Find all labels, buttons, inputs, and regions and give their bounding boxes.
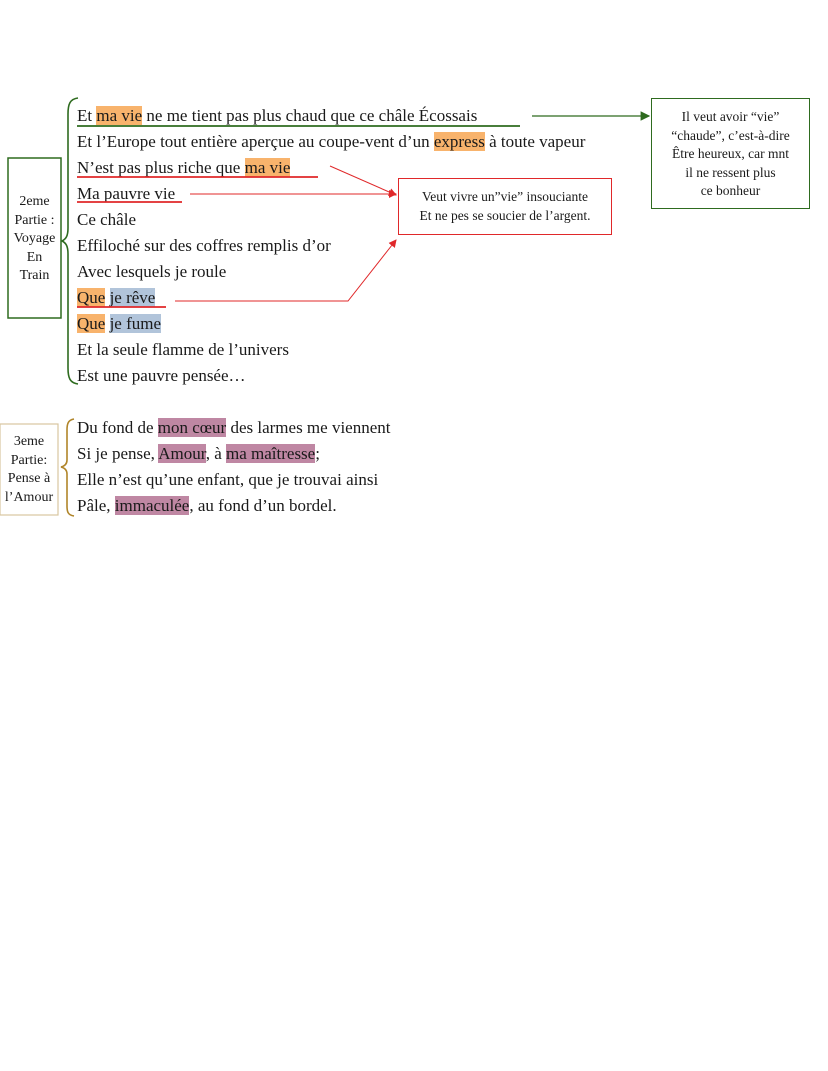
text-segment: Si je pense, <box>77 444 159 463</box>
text-segment: , à <box>205 444 226 463</box>
annotation-line: il ne ressent plus <box>685 164 776 180</box>
text-segment: Elle n’est qu’une enfant, que je trouvai… <box>77 470 379 489</box>
text-segment: Est une pauvre pensée… <box>77 366 246 385</box>
highlighted-word: Amour <box>158 444 206 463</box>
highlighted-word: ma maîtresse <box>226 444 316 463</box>
highlighted-word: mon cœur <box>157 418 227 437</box>
poem-line: Ma pauvre vie <box>77 184 175 204</box>
poem-line: Et la seule flamme de l’univers <box>77 340 289 360</box>
poem-line: Pâle, immaculée, au fond d’un bordel. <box>77 496 337 516</box>
label-line: Pense à <box>7 471 51 486</box>
text-segment: à toute vapeur <box>484 132 586 151</box>
text-segment: ; <box>315 444 320 463</box>
annotation-line: “chaude”, c’est-à-dire <box>671 127 790 143</box>
poem-line: Que je rêve <box>77 288 156 308</box>
text-segment: N’est pas plus riche que <box>77 158 245 177</box>
green-annotation-box: Il veut avoir “vie” “chaude”, c’est-à-di… <box>651 98 810 209</box>
part3-brace <box>60 418 75 517</box>
part3-label-frame <box>0 423 59 516</box>
annotation-line: Veut vivre un”vie” insouciante <box>421 189 589 204</box>
text-segment: Pâle, <box>77 496 115 515</box>
highlighted-word: je fume <box>109 314 162 333</box>
highlighted-word: immaculée <box>114 496 190 515</box>
poem-line: N’est pas plus riche que ma vie <box>77 158 291 178</box>
highlighted-word: ma vie <box>96 106 143 125</box>
text-segment: des larmes me viennent <box>226 418 391 437</box>
part3-label: 3eme Partie: Pense à l’Amour <box>0 433 58 507</box>
label-line: En <box>26 249 43 265</box>
annotation-line: Et ne pes se soucier de l’argent. <box>419 207 591 223</box>
highlighted-word: ma vie <box>244 158 291 177</box>
highlighted-word: Que <box>77 314 106 333</box>
poem-line: Du fond de mon cœur des larmes me vienne… <box>77 418 390 438</box>
annotation-line: Il veut avoir “vie” <box>681 109 780 124</box>
part2-label: 2eme Partie : Voyage En Train <box>8 193 61 286</box>
poem-line: Effiloché sur des coffres remplis d’or <box>77 236 331 256</box>
label-line: Train <box>19 268 50 283</box>
poem-line: Et ma vie ne me tient pas plus chaud que… <box>77 106 477 126</box>
text-segment: Et <box>77 106 97 125</box>
label-line: 3eme <box>13 434 45 449</box>
label-line: l’Amour <box>4 489 54 505</box>
highlighted-word: Que <box>77 288 106 307</box>
text-segment: Effiloché sur des coffres remplis d’or <box>77 236 331 255</box>
text-segment: , au fond d’un bordel. <box>189 496 337 515</box>
poem-line: Est une pauvre pensée… <box>77 366 246 386</box>
text-segment: Avec lesquels je roule <box>77 262 227 281</box>
highlighted-word: express <box>433 132 485 151</box>
part2-brace <box>60 97 79 385</box>
label-line: Partie: <box>10 452 48 468</box>
annotation-line: Être heureux, car mnt <box>672 146 789 161</box>
text-segment: Du fond de <box>77 418 158 437</box>
part2-label-frame <box>7 157 62 319</box>
text-segment: ne me tient pas plus chaud que ce châle … <box>142 106 478 125</box>
poem-line: Que je fume <box>77 314 162 334</box>
label-line: 2eme <box>19 194 50 209</box>
red-annotation-box: Veut vivre un”vie” insouciante Et ne pes… <box>398 178 612 235</box>
annotation-line: ce bonheur <box>700 183 761 198</box>
poem-line: Et l’Europe tout entière aperçue au coup… <box>77 132 585 152</box>
text-segment: Et la seule flamme de l’univers <box>77 340 289 359</box>
red-arrow <box>329 165 397 196</box>
highlighted-word: je rêve <box>109 288 156 307</box>
text-segment: Ce châle <box>77 210 136 229</box>
text-segment: Ma pauvre vie <box>77 184 176 203</box>
label-line: Voyage <box>13 231 56 246</box>
poem-line: Si je pense, Amour, à ma maîtresse; <box>77 444 320 464</box>
label-line: Partie : <box>14 212 55 228</box>
poem-line: Ce châle <box>77 210 136 230</box>
poem-line: Avec lesquels je roule <box>77 262 226 282</box>
poem-line: Elle n’est qu’une enfant, que je trouvai… <box>77 470 378 490</box>
red-arrow <box>175 239 397 302</box>
text-segment: Et l’Europe tout entière aperçue au coup… <box>77 132 434 151</box>
